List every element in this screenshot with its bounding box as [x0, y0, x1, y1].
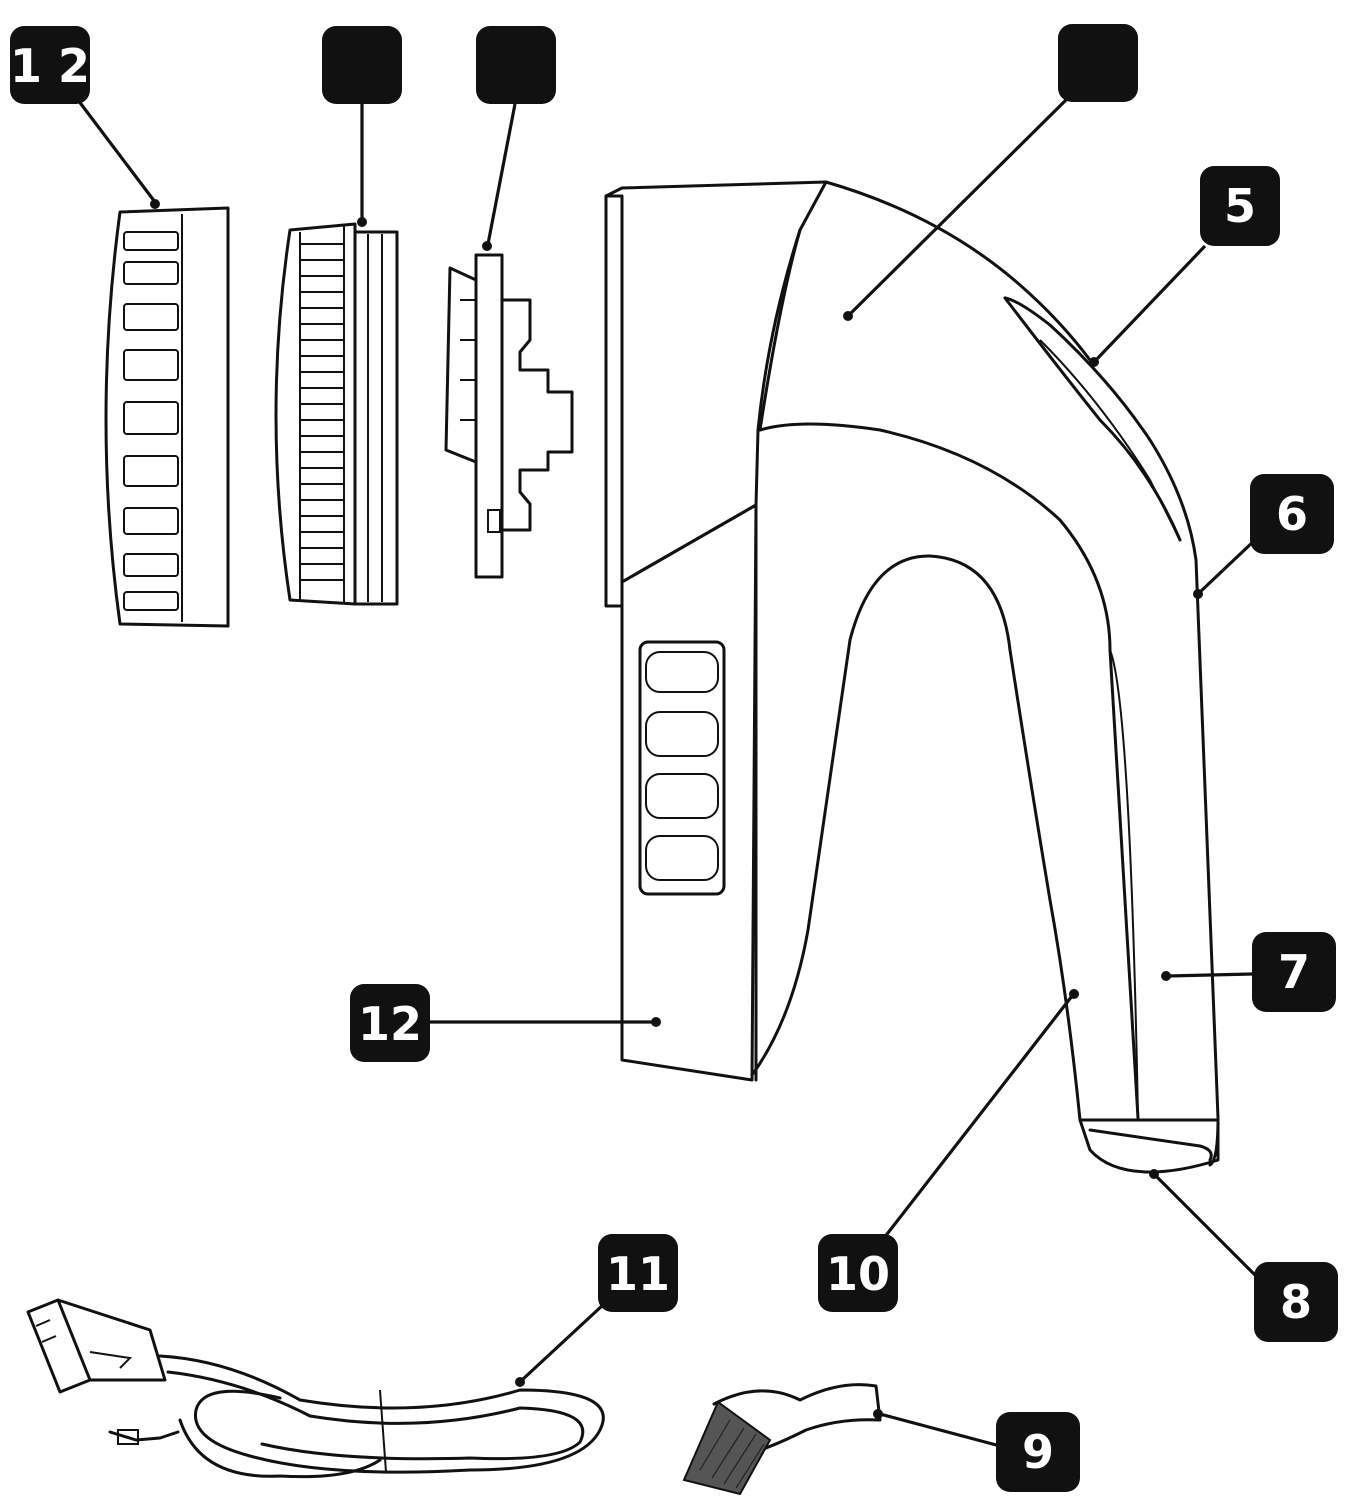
callout-label: 5: [1224, 179, 1256, 233]
callout-badge-12-top: 1 2: [10, 26, 90, 104]
callout-label: 12: [358, 997, 422, 1051]
callout-badge-3: [476, 26, 556, 104]
callout-label: 8: [1280, 1275, 1312, 1329]
callout-badge-10: 10: [818, 1234, 898, 1312]
callout-badge-4: [1058, 24, 1138, 102]
callout-badge-6: 6: [1250, 474, 1334, 554]
callout-label: 9: [1022, 1425, 1054, 1479]
callout-label: 7: [1278, 945, 1310, 999]
leader-lines: [76, 94, 1260, 1448]
callout-label: 1 2: [10, 39, 90, 93]
callout-badge-5: 5: [1200, 166, 1280, 246]
callout-badge-12-bottom: 12: [350, 984, 430, 1062]
cleaning-brush-part: [682, 1383, 882, 1496]
callout-label: 11: [606, 1247, 670, 1301]
callout-badge-9: 9: [996, 1412, 1080, 1492]
callout-badge-11: 11: [598, 1234, 678, 1312]
callout-badge-7: 7: [1252, 932, 1336, 1012]
callout-label: 10: [826, 1247, 890, 1301]
callout-badge-8: 8: [1254, 1262, 1338, 1342]
blade-part: [444, 253, 574, 579]
device-body: [604, 180, 1220, 1174]
callout-label: 6: [1276, 487, 1308, 541]
mesh-ring-part: [274, 222, 399, 606]
usb-cable-part: [26, 1298, 605, 1479]
guard-cap-part: [104, 206, 230, 628]
callout-badge-2: [322, 26, 402, 104]
